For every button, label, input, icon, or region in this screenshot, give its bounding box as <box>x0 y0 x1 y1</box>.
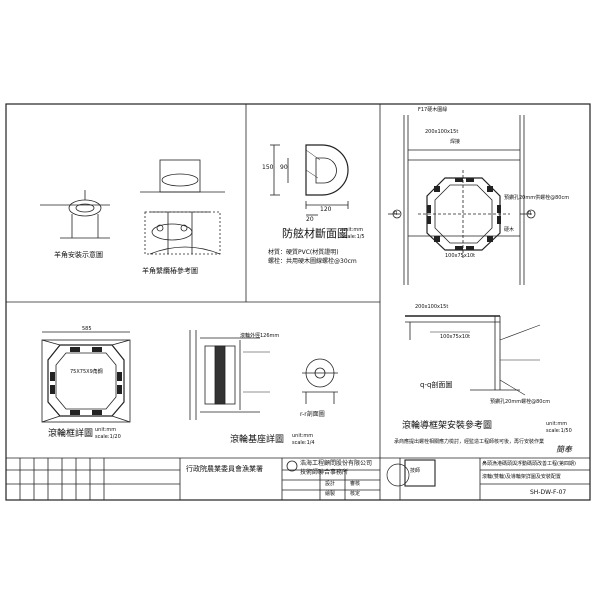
guide-frame-scale: scale:1/50 <box>546 428 572 434</box>
guide-frame-install-note: 承商應提出螺栓相關應力檢討，經監造工程師核可後，再行安裝作業 <box>394 439 545 445</box>
company-logo-icon <box>286 460 298 472</box>
guide-frame-weld-label: 焊接 <box>450 139 461 145</box>
official-seal-text: 技師 <box>410 468 421 474</box>
qq-section-diagram <box>405 315 541 396</box>
roller-base-note: 滾輪外徑126mm <box>240 333 280 339</box>
fender-unit: unit:mm <box>342 227 364 233</box>
title-block-design: 設計 <box>325 481 336 487</box>
title-block-draw: 繪製 <box>325 491 336 497</box>
roller-frame-diagram <box>41 331 131 423</box>
bracket-diagram <box>40 190 110 239</box>
qq-angle-label: 100x75x10t <box>440 334 471 340</box>
q-marker-right: q <box>528 210 532 216</box>
qq-section-title: q-q剖面圖 <box>420 381 453 389</box>
roller-base-scale: scale:1/4 <box>292 440 315 446</box>
sheet-title: 滾輪(雙輪)及導輪架詳圖及安裝配置 <box>482 474 561 480</box>
title-block-check: 審核 <box>350 481 361 487</box>
bracket-title: 羊角安裝示意圖 <box>54 251 103 259</box>
guide-frame-unit: unit:mm <box>546 421 568 427</box>
roller-frame-title: 滾輪框詳圖 <box>48 429 94 439</box>
handwritten-signature: 簡奉 <box>556 445 572 454</box>
q-marker-left: q <box>394 210 398 216</box>
guide-frame-hardwood-label: 硬木 <box>504 227 515 233</box>
rr-section-diagram <box>302 358 338 404</box>
title-block-approve: 核定 <box>350 491 361 497</box>
guide-frame-top-label: F17硬木圍緣 <box>418 107 448 113</box>
qq-drill-label: 預鑽孔20mm螺栓@80cm <box>490 399 551 405</box>
fender-dim-20: 20 <box>306 216 314 223</box>
company-name-line2: 技術師聯合事務所 <box>300 469 349 476</box>
drawing-number: SH-DW-F-07 <box>530 489 567 496</box>
roller-frame-angle-label: 75X75X9角鋼 <box>70 369 103 375</box>
bollard-reference-diagram <box>140 159 225 255</box>
q-markers <box>392 209 536 219</box>
rr-section-title: r-r剖面圖 <box>300 411 325 418</box>
roller-frame-dim-top: 585 <box>82 326 92 332</box>
guide-frame-beam-label: 200x100x15t <box>425 129 459 135</box>
official-seal-icon <box>404 459 436 487</box>
qq-beam-label: 200x100x15t <box>415 304 449 310</box>
guide-frame-plan-diagram <box>388 115 532 285</box>
guide-frame-rollers <box>427 178 501 250</box>
bollard-reference-title: 羊角繫纜樁參考圖 <box>142 267 198 275</box>
roller-frame-scale: scale:1/20 <box>95 434 121 440</box>
fender-section-diagram <box>270 144 349 216</box>
company-name-line1: 浩海工程顧問股份有限公司 <box>300 460 373 467</box>
roller-base-unit: unit:mm <box>292 433 314 439</box>
agency-name: 行政院農業委員會漁業署 <box>186 465 263 473</box>
guide-frame-title: 滾輪導框架安裝參考圖 <box>402 421 493 431</box>
roller-frame-rollers <box>50 347 122 415</box>
project-name: 鼻頭漁港碼頭與浮動碼頭改善工程(第四期) <box>482 461 576 467</box>
fender-dim-120: 120 <box>320 206 332 213</box>
fender-scale: scale:1/5 <box>342 234 365 240</box>
roller-base-title: 滾輪基座詳圖 <box>230 435 285 445</box>
fender-bolt-note: 螺栓：共用硬木圖線螺栓@30cm <box>268 258 357 265</box>
fender-dim-90: 90 <box>280 164 288 171</box>
fender-dim-150: 150 <box>262 164 274 171</box>
fender-material-note: 材質：硬質PVC(材質證明) <box>268 249 339 256</box>
roller-frame-unit: unit:mm <box>95 427 117 433</box>
fender-title: 防舷材斷面圖 <box>282 227 348 240</box>
guide-frame-drill-label: 預鑽孔20mm供螺栓@80cm <box>504 195 570 201</box>
roller-base-diagram <box>189 330 270 420</box>
guide-frame-side-label: 100x75x10t <box>445 253 476 259</box>
